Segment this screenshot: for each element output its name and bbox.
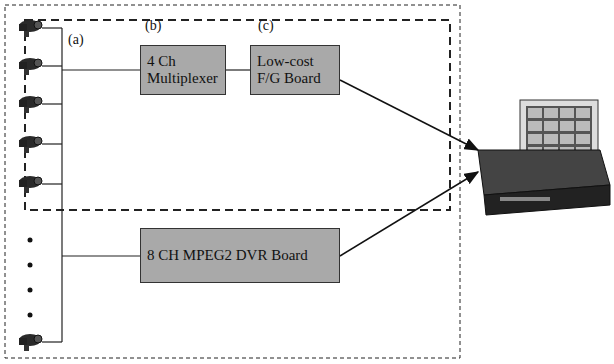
camera-icons <box>19 20 42 351</box>
low-cost-region <box>25 20 450 210</box>
process-box: Low-cost F/G Board <box>250 45 340 95</box>
process-box: 8 CH MPEG2 DVR Board <box>140 228 340 283</box>
callout-label: (a) <box>68 32 84 48</box>
pc-monitor <box>478 100 610 215</box>
camera-wires <box>42 28 140 342</box>
connector <box>226 69 250 70</box>
ellipsis-dots <box>28 238 33 318</box>
box-text: 8 CH MPEG2 DVR Board <box>147 247 308 264</box>
outer-region <box>5 5 460 358</box>
callout-label: (b) <box>145 18 161 34</box>
callout-label: (c) <box>258 18 274 34</box>
process-box: 4 Ch Multiplexer <box>140 45 226 95</box>
box-text: Low-cost F/G Board <box>257 53 333 87</box>
box-text: 4 Ch Multiplexer <box>147 53 219 87</box>
output-arrows <box>340 80 478 256</box>
